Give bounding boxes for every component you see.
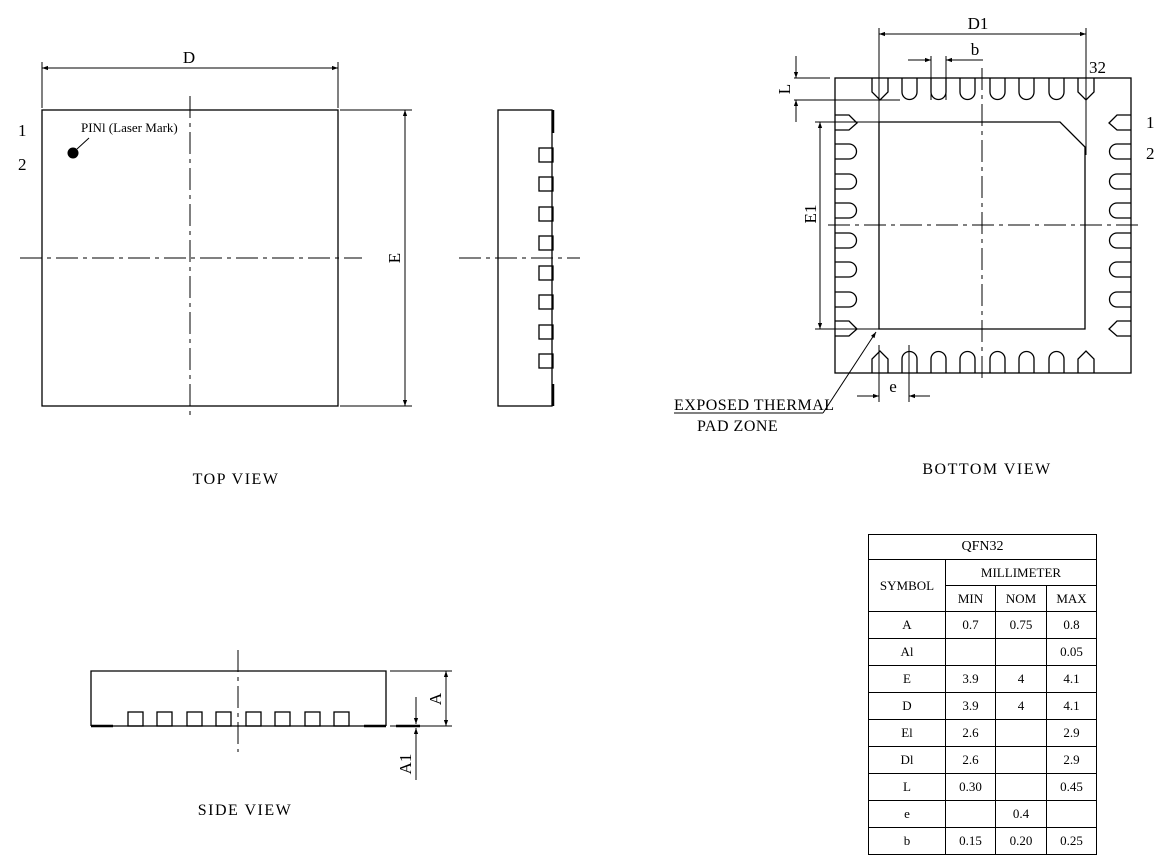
pin1-laser-mark-dot xyxy=(67,147,79,159)
cell-min: 2.6 xyxy=(945,746,996,774)
bottom-view-caption: BOTTOM VIEW xyxy=(922,461,1051,478)
table-title: QFN32 xyxy=(868,534,1097,560)
bottom-view: D1 b L E1 xyxy=(674,14,1155,478)
table-row: D 3.9 4 4.1 xyxy=(868,692,1097,720)
bottom-view-left-leads xyxy=(835,114,858,337)
table-row: Al 0.05 xyxy=(868,638,1097,666)
pin1-note: PINl (Laser Mark) xyxy=(81,120,178,135)
dim-e-pitch-label: e xyxy=(889,377,897,396)
cell-nom: 0.4 xyxy=(995,800,1047,828)
cell-symbol: b xyxy=(868,827,946,855)
thermal-pad-leader xyxy=(822,331,877,414)
symbol-header: SYMBOL xyxy=(868,559,946,612)
cell-max: 0.8 xyxy=(1046,611,1097,639)
dim-d-label: D xyxy=(183,48,195,67)
dim-d1-label: D1 xyxy=(968,14,989,33)
unit-header: MILLIMETER xyxy=(945,559,1097,586)
col-header-max: MAX xyxy=(1046,585,1097,612)
cell-max xyxy=(1046,800,1097,828)
cell-min: 0.15 xyxy=(945,827,996,855)
cell-max: 2.9 xyxy=(1046,719,1097,747)
cell-nom: 0.75 xyxy=(995,611,1047,639)
thermal-pad-note-line2: PAD ZONE xyxy=(697,418,778,435)
exposed-thermal-pad xyxy=(878,121,1086,330)
cell-min: 0.30 xyxy=(945,773,996,801)
top-pin-2-label: 2 xyxy=(18,155,27,174)
table-row: E 3.9 4 4.1 xyxy=(868,665,1097,693)
side-view: A A1 SIDE VIEW xyxy=(90,650,452,819)
bottom-view-top-leads xyxy=(871,78,1095,101)
end-view xyxy=(459,109,580,407)
cell-max: 4.1 xyxy=(1046,692,1097,720)
dim-b-label: b xyxy=(971,40,980,59)
cell-symbol: L xyxy=(868,773,946,801)
top-view-caption: TOP VIEW xyxy=(193,471,280,488)
cell-nom xyxy=(995,746,1047,774)
pin-32-label: 32 xyxy=(1089,58,1106,77)
cell-symbol: E xyxy=(868,665,946,693)
pin1-leader-line xyxy=(76,137,90,150)
cell-min: 0.7 xyxy=(945,611,996,639)
table-row: L 0.30 0.45 xyxy=(868,773,1097,801)
cell-symbol: e xyxy=(868,800,946,828)
bottom-pin-1-label: 1 xyxy=(1146,113,1155,132)
cell-symbol: El xyxy=(868,719,946,747)
top-pin-1-label: 1 xyxy=(18,121,27,140)
cell-nom xyxy=(995,719,1047,747)
dim-l-label: L xyxy=(775,84,794,94)
table-row: Dl 2.6 2.9 xyxy=(868,746,1097,774)
cell-nom xyxy=(995,773,1047,801)
cell-symbol: D xyxy=(868,692,946,720)
end-view-pads xyxy=(538,147,554,369)
dim-e-label: E xyxy=(385,253,404,263)
dim-e1-label: E1 xyxy=(801,205,820,224)
cell-min xyxy=(945,800,996,828)
cell-min xyxy=(945,638,996,666)
top-view: D E PINl (Laser Mark) 1 2 TOP VIEW xyxy=(18,48,412,488)
side-view-caption: SIDE VIEW xyxy=(198,802,293,819)
side-view-pads xyxy=(127,711,350,727)
cell-nom: 4 xyxy=(995,692,1047,720)
dim-a1-label: A1 xyxy=(396,754,415,775)
thermal-pad-note-line1: EXPOSED THERMAL xyxy=(674,397,835,414)
dim-a-label: A xyxy=(426,692,445,705)
cell-symbol: Al xyxy=(868,638,946,666)
cell-min: 3.9 xyxy=(945,665,996,693)
col-header-min: MIN xyxy=(945,585,996,612)
table-row: b 0.15 0.20 0.25 xyxy=(868,827,1097,855)
cell-min: 3.9 xyxy=(945,692,996,720)
cell-max: 0.25 xyxy=(1046,827,1097,855)
cell-max: 0.45 xyxy=(1046,773,1097,801)
cell-max: 2.9 xyxy=(1046,746,1097,774)
cell-symbol: A xyxy=(868,611,946,639)
bottom-view-right-leads xyxy=(1108,114,1131,337)
table-row: A 0.7 0.75 0.8 xyxy=(868,611,1097,639)
table-row: e 0.4 xyxy=(868,800,1097,828)
cell-nom: 0.20 xyxy=(995,827,1047,855)
cell-symbol: Dl xyxy=(868,746,946,774)
bottom-pin-2-label: 2 xyxy=(1146,144,1155,163)
table-row: El 2.6 2.9 xyxy=(868,719,1097,747)
cell-nom xyxy=(995,638,1047,666)
cell-max: 0.05 xyxy=(1046,638,1097,666)
cell-min: 2.6 xyxy=(945,719,996,747)
cell-nom: 4 xyxy=(995,665,1047,693)
bottom-view-bottom-leads xyxy=(871,350,1095,373)
cell-max: 4.1 xyxy=(1046,665,1097,693)
dimension-table: QFN32 SYMBOL MILLIMETER MIN NOM MAX A 0.… xyxy=(868,534,1097,855)
col-header-nom: NOM xyxy=(995,585,1047,612)
